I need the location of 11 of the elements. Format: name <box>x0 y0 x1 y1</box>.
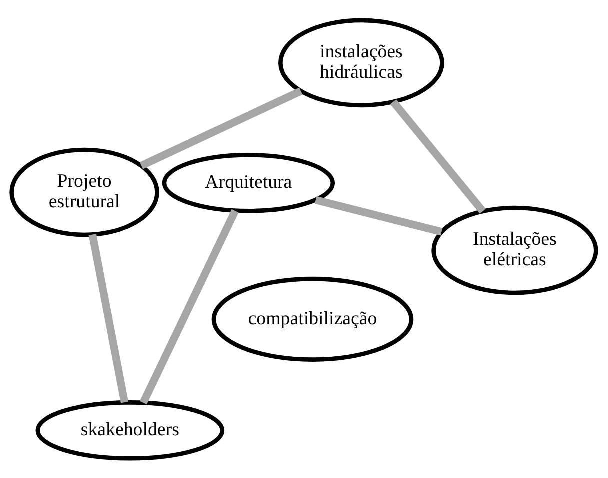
connector <box>314 196 443 236</box>
node-ellipse: Arquitetura <box>162 152 336 213</box>
node-ellipse: skakeholders <box>36 400 225 460</box>
connector <box>390 99 486 214</box>
connector <box>140 87 303 169</box>
node-ellipse: Projeto estrutural <box>10 147 160 237</box>
node-ellipse: instalações hidráulicas <box>278 18 444 108</box>
node-ellipse: compatibilização <box>212 276 414 362</box>
connector <box>88 234 129 403</box>
node-ellipse: Instalações elétricas <box>432 205 598 295</box>
connector <box>140 208 239 404</box>
